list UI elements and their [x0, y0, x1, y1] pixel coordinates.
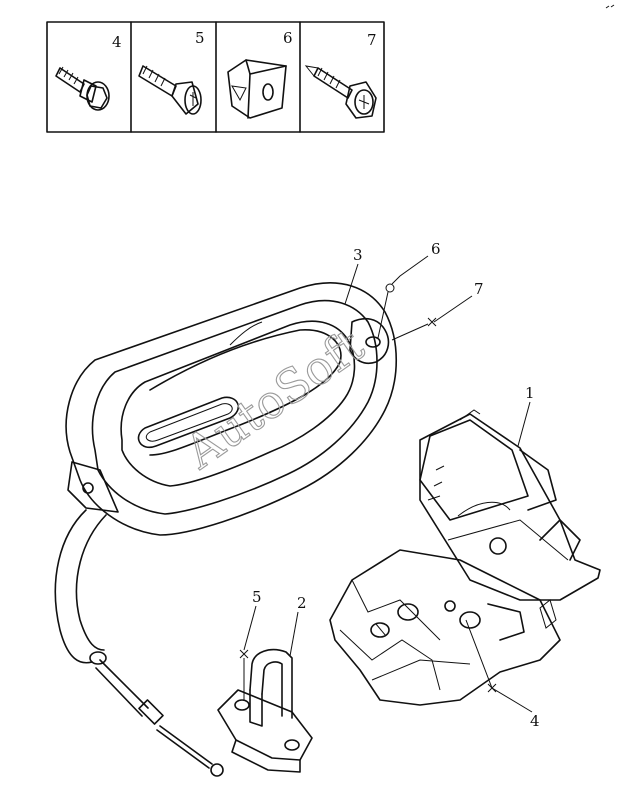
leader-line-7	[433, 295, 473, 323]
ring-marker-6	[385, 283, 395, 293]
callout-number-6: 6	[431, 240, 441, 258]
leader-line-5	[243, 605, 257, 651]
leader-line-1	[517, 401, 531, 447]
callout-number-2: 2	[297, 594, 307, 612]
callout-numbers: 1 2 3 4 5 6 7	[252, 240, 540, 730]
callout-number-7: 7	[474, 280, 484, 298]
cross-marker-7	[427, 317, 437, 327]
clip-nut-icon	[227, 59, 287, 119]
legend-number-4: 4	[112, 33, 122, 51]
handle-bezel-part-3	[65, 282, 397, 536]
flange-bolt-icon	[55, 66, 110, 111]
cross-marker-5	[239, 649, 249, 659]
release-cable	[54, 509, 224, 777]
leader-line-3	[344, 263, 359, 305]
callout-leaders	[239, 255, 533, 713]
legend-number-5: 5	[195, 29, 205, 47]
corner-mark	[605, 4, 615, 9]
callout-number-5: 5	[252, 588, 262, 606]
latch-actuator-part-1	[329, 409, 601, 706]
callout-number-1: 1	[525, 384, 535, 402]
legend-number-7: 7	[367, 31, 377, 49]
countersunk-screw-icon	[138, 65, 202, 115]
cross-marker-4	[487, 683, 497, 693]
leader-line-2	[289, 611, 299, 657]
leader-line-6	[391, 255, 429, 285]
legend-number-6: 6	[283, 29, 293, 47]
callout-number-4: 4	[530, 712, 540, 730]
fastener-legend-table: 4 5 6 7	[46, 21, 385, 133]
callout-number-3: 3	[353, 246, 363, 264]
striker-part-2	[217, 648, 313, 773]
tapping-screw-icon	[304, 65, 377, 119]
